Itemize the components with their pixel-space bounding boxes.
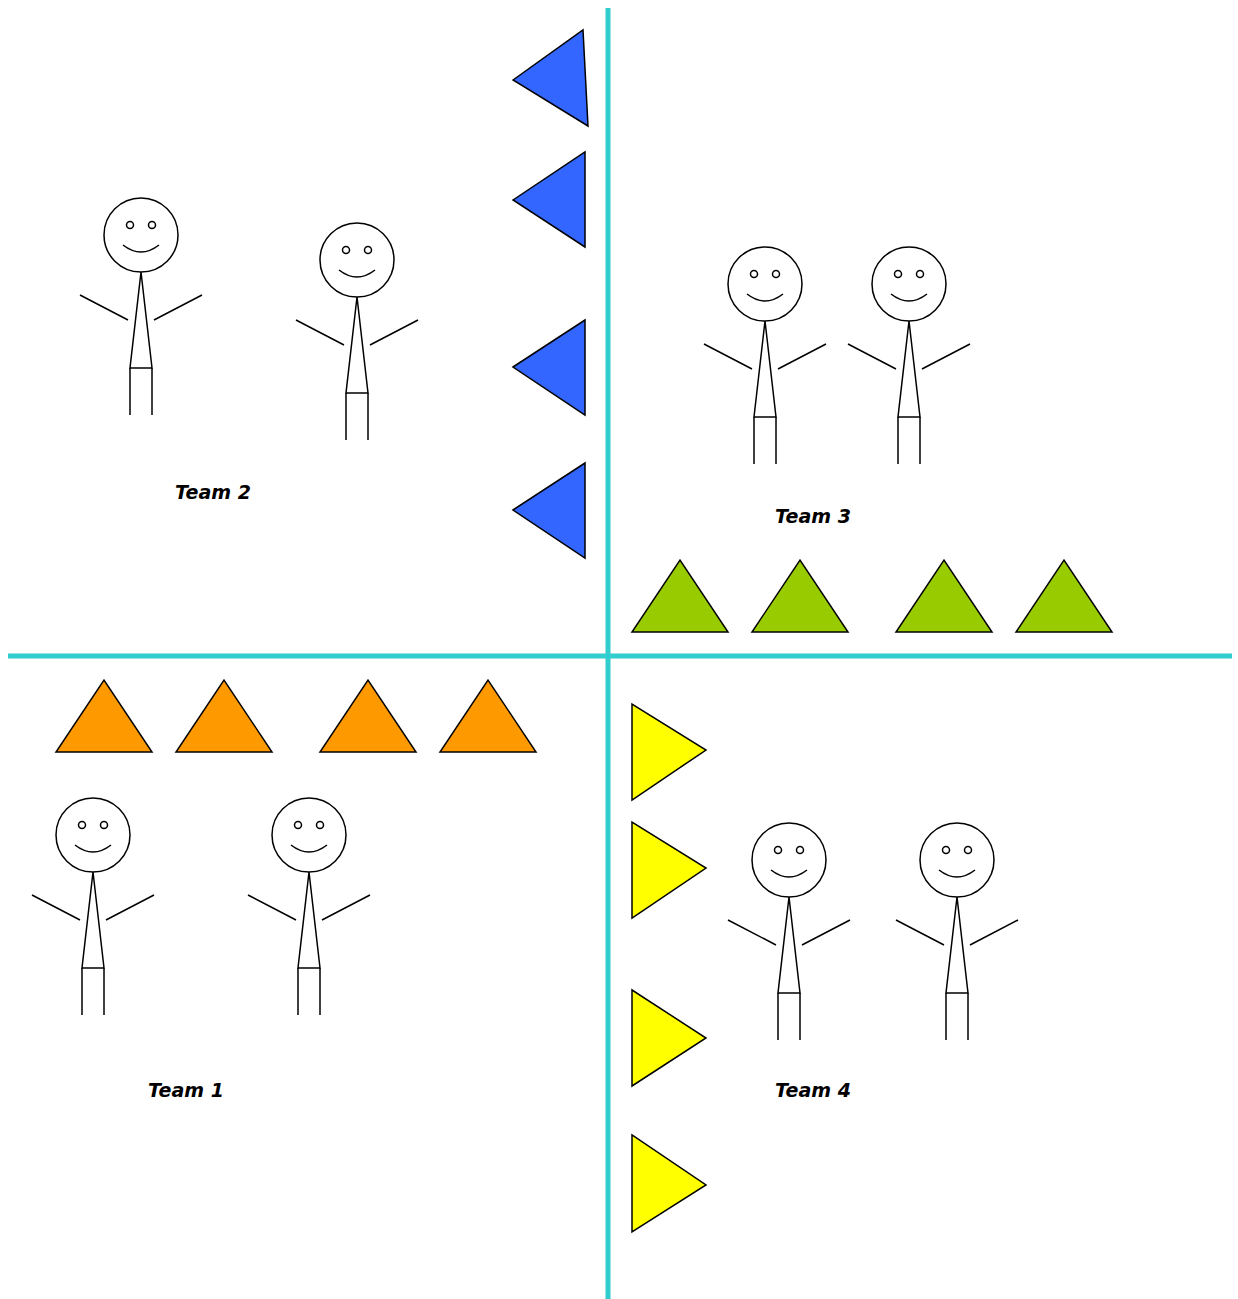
stick-figure: [704, 247, 826, 464]
blue-triangle: [513, 320, 585, 415]
blue-triangle: [513, 30, 588, 126]
blue-triangle: [513, 463, 585, 558]
stick-figure: [80, 198, 202, 415]
green-triangle: [752, 560, 848, 632]
stick-figure: [296, 223, 418, 440]
team-label: Team 3: [775, 505, 851, 527]
yellow-triangle: [632, 1135, 706, 1232]
yellow-triangle: [632, 990, 706, 1086]
stick-figure: [848, 247, 970, 464]
orange-triangle: [440, 680, 536, 752]
green-triangle: [1016, 560, 1112, 632]
team-label: Team 2: [175, 481, 251, 503]
team-label: Team 1: [148, 1079, 224, 1101]
yellow-triangle: [632, 822, 706, 918]
divider-line: [8, 654, 1232, 659]
yellow-triangle: [632, 704, 706, 800]
team-label: Team 4: [775, 1079, 851, 1101]
stick-figure: [728, 823, 850, 1040]
blue-triangle: [513, 152, 585, 247]
green-triangle: [632, 560, 728, 632]
orange-triangle: [320, 680, 416, 752]
stick-figure: [248, 798, 370, 1015]
orange-triangle: [56, 680, 152, 752]
green-triangle: [896, 560, 992, 632]
stick-figure: [896, 823, 1018, 1040]
orange-triangle: [176, 680, 272, 752]
stick-figure: [32, 798, 154, 1015]
